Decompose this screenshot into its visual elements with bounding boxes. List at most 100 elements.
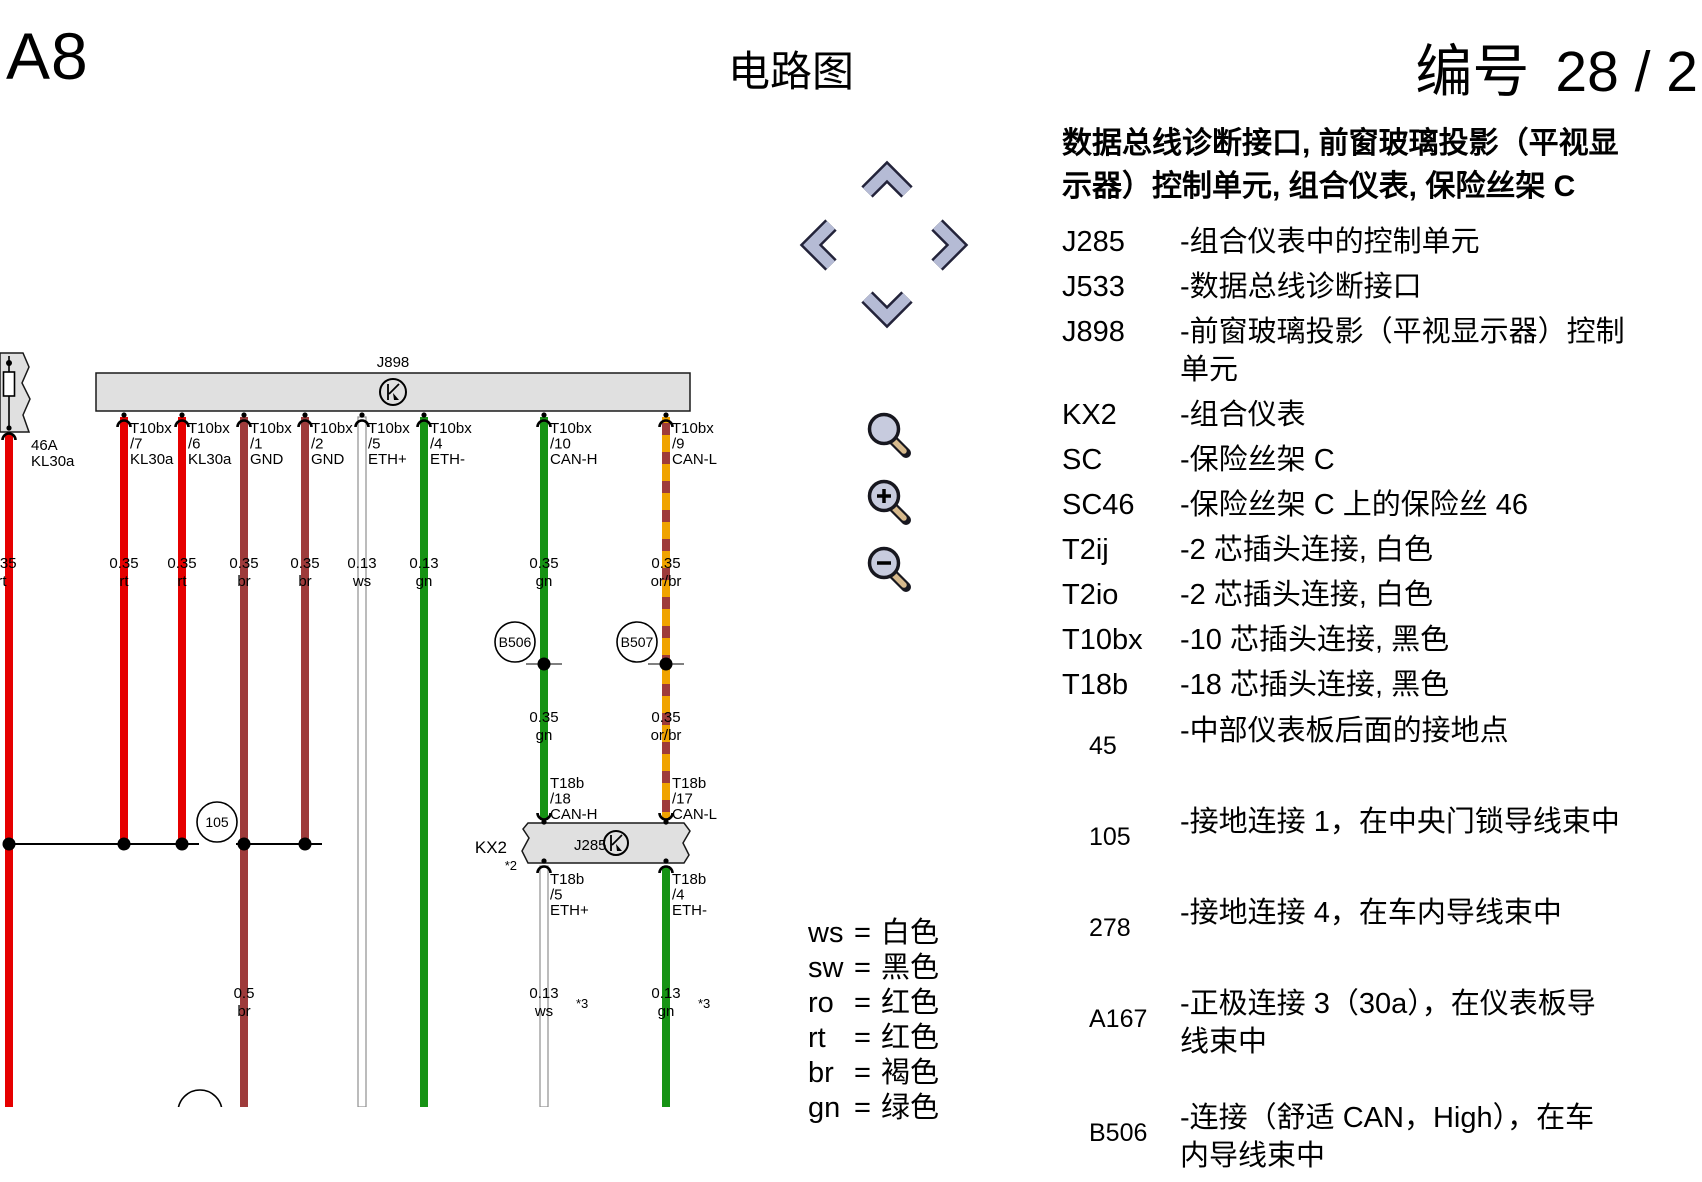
junction-dot [659, 657, 673, 671]
legend-entry-J533[interactable]: J533-数据总线诊断接口 [1062, 268, 1698, 306]
connection-circle-105[interactable]: 105 [196, 801, 238, 843]
diagram-text: T18b [672, 871, 706, 888]
diagram-text: /10 [550, 436, 571, 453]
zoom-tool-icon[interactable] [867, 412, 911, 458]
legend-entry-SC[interactable]: SC-保险丝架 C [1062, 441, 1698, 479]
diagram-text: rt [119, 573, 129, 590]
junction-dot [117, 837, 131, 851]
diagram-text: GND [250, 451, 284, 468]
terminal-symbol [658, 412, 674, 428]
legend-entry-id: T2io [1062, 579, 1119, 611]
zoom-in-icon[interactable] [867, 479, 911, 525]
diagram-text: 105 [205, 814, 229, 830]
diagram-text: 46A [31, 437, 58, 454]
diagram-text: T10bx [250, 420, 292, 437]
wire-or-x666 [662, 417, 670, 820]
legend-entry-id: T10bx [1062, 624, 1143, 656]
diagram-text: T10bx [550, 420, 592, 437]
connection-circle-bottom[interactable] [177, 1089, 223, 1107]
bus-junction-B506[interactable]: B506 [494, 621, 562, 671]
legend-entry-45[interactable]: 45-中部仪表板后面的接地点 [1062, 712, 1698, 765]
legend-entry-A167[interactable]: A167 -正极连接 3（30a），在仪表板导线束中 [1062, 985, 1698, 1061]
diagram-text: /1 [250, 436, 263, 453]
wire-ws-x362 [357, 416, 367, 1107]
diagram-text: gn [536, 573, 553, 590]
diagram-text: 0.35 [529, 709, 558, 726]
legend-entry-105[interactable]: 105-接地连接 1，在中央门锁导线束中 [1062, 803, 1698, 856]
color-code-row-ws: ws=白色 [808, 917, 940, 949]
legend-entry-desc: -2 芯插头连接, 白色 [1180, 534, 1433, 566]
diagram-text: *2 [505, 858, 517, 873]
diagram-text: ws [352, 573, 371, 590]
legend-entry-SC46[interactable]: SC46-保险丝架 C 上的保险丝 46 [1062, 486, 1698, 524]
color-code-row-rt: rt=红色 [808, 1022, 940, 1054]
pan-left-icon[interactable] [799, 219, 837, 271]
diagram-text: /5 [550, 887, 563, 904]
box-body [521, 822, 691, 864]
diagram-text: B507 [621, 634, 654, 650]
diagram-text: ETH- [672, 902, 707, 919]
control-unit-symbol [379, 378, 407, 406]
legend-entry-id: J285 [1062, 226, 1125, 258]
wire-br-x244 [240, 417, 248, 1107]
zoom-out-icon[interactable] [867, 546, 911, 592]
terminal-symbol [536, 412, 552, 428]
diagram-title: 数据总线诊断接口, 前窗玻璃投影（平视显示器）控制单元, 组合仪表, 保险丝架 … [1062, 122, 1698, 208]
diagram-text: B506 [499, 634, 532, 650]
legend-entry-B506[interactable]: B506-连接（舒适 CAN，High），在车内导线束中 [1062, 1099, 1698, 1175]
legend-entry-T10bx[interactable]: T10bx-10 芯插头连接, 黑色 [1062, 621, 1698, 659]
terminal-symbol [354, 412, 370, 428]
diagram-text: /2 [311, 436, 324, 453]
legend-entry-desc: -中部仪表板后面的接地点 [1180, 715, 1509, 747]
legend-entry-id: A167 [1089, 1005, 1148, 1033]
color-code-row-br: br=褐色 [808, 1057, 940, 1089]
ground-junction-line [2, 837, 322, 851]
legend-list: J285-组合仪表中的控制单元 J533-数据总线诊断接口 J898-前窗玻璃投影（… [1062, 223, 1698, 1175]
pan-up-icon[interactable] [861, 160, 913, 198]
legend-entry-278[interactable]: 278-接地连接 4，在车内导线束中 [1062, 894, 1698, 947]
diagram-text: T10bx [188, 420, 230, 437]
diagram-text: br [298, 573, 311, 590]
pan-down-icon[interactable] [861, 291, 913, 329]
diagram-text: KX2 [475, 838, 507, 857]
junction-dot [175, 837, 189, 851]
page-number-word: 编号 [1415, 40, 1530, 104]
legend-entry-T2io[interactable]: T2io-2 芯插头连接, 白色 [1062, 576, 1698, 614]
legend-entry-T18b[interactable]: T18b-18 芯插头连接, 黑色 [1062, 666, 1698, 704]
legend-entry-KX2[interactable]: KX2-组合仪表 [1062, 396, 1698, 434]
diagram-text: /7 [130, 436, 143, 453]
junction-dot [298, 837, 312, 851]
bus-junction-B507[interactable]: B507 [616, 621, 684, 671]
legend-entry-desc: -保险丝架 C 上的保险丝 46 [1180, 489, 1529, 521]
legend-entry-J898[interactable]: J898-前窗玻璃投影（平视显示器）控制单元 [1062, 313, 1698, 389]
diagram-text: KL30a [188, 451, 232, 468]
terminal-symbol [536, 812, 552, 825]
fuse-node-dot [6, 360, 12, 366]
connection-circle [494, 621, 536, 663]
diagram-text: T10bx [430, 420, 472, 437]
legend-entry-desc: -正极连接 3（30a），在仪表板导线束中 [1180, 988, 1596, 1058]
control-unit-box-J898[interactable]: J898 [95, 354, 691, 412]
diagram-text: KL30a [31, 453, 75, 470]
pan-right-icon[interactable] [931, 219, 969, 271]
diagram-text: br [237, 1003, 250, 1020]
color-code-row-gn: gn=绿色 [808, 1092, 940, 1124]
legend-entry-J285[interactable]: J285-组合仪表中的控制单元 [1062, 223, 1698, 261]
legend-entry-T2ij[interactable]: T2ij-2 芯插头连接, 白色 [1062, 531, 1698, 569]
